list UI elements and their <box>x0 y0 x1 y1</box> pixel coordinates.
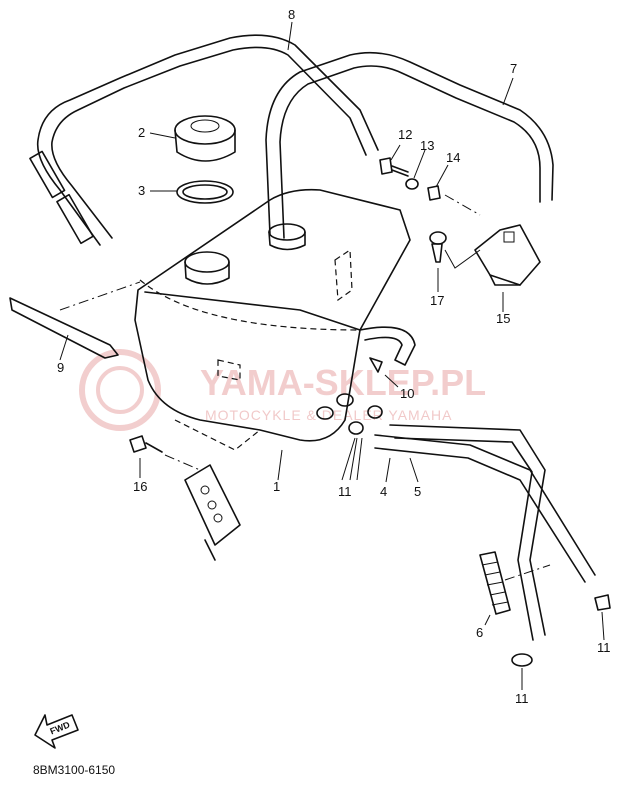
hose-8 <box>29 34 379 246</box>
callout-11-right: 11 <box>597 640 611 655</box>
callout-16: 16 <box>133 479 147 494</box>
callout-13: 13 <box>420 138 434 153</box>
centerline-9 <box>59 281 141 311</box>
centerline-14 <box>444 194 481 216</box>
screw-17 <box>429 231 481 292</box>
oring-3 <box>150 180 234 204</box>
callout-8: 8 <box>288 7 295 22</box>
clamp-11-bottom <box>511 653 533 690</box>
callout-15: 15 <box>496 311 510 326</box>
watermark: YAMA-SKLEP.PL MOTOCYKLE & DEALER YAMAHA <box>79 349 486 431</box>
callout-11-bottom: 11 <box>515 691 529 706</box>
callout-3: 3 <box>138 183 145 198</box>
bolt-12 <box>379 144 409 177</box>
callouts: 8 7 2 3 12 13 14 17 15 9 10 16 1 11 4 5 … <box>57 7 611 706</box>
callout-12: 12 <box>398 127 412 142</box>
clip-10 <box>359 326 416 388</box>
callout-9: 9 <box>57 360 64 375</box>
callout-6: 6 <box>476 625 483 640</box>
hose-4 <box>374 434 596 583</box>
hose-5 <box>385 424 546 641</box>
clamp-11-right <box>594 594 611 641</box>
watermark-logo-inner <box>96 366 144 414</box>
bolt-16 <box>129 435 201 478</box>
bracket-15 <box>474 224 541 312</box>
callout-17: 17 <box>430 293 444 308</box>
watermark-subtitle: MOTOCYKLE & DEALER YAMAHA <box>205 407 453 423</box>
hose-6 <box>479 551 551 626</box>
callout-10: 10 <box>400 386 414 401</box>
frame-bracket <box>184 464 241 561</box>
cap-2 <box>149 115 236 162</box>
callout-5: 5 <box>414 484 421 499</box>
clamps-11 <box>316 393 383 481</box>
callout-1: 1 <box>273 479 280 494</box>
oil-tank-1 <box>134 188 411 481</box>
callout-11-tank: 11 <box>338 484 352 499</box>
washer-13 <box>405 149 426 190</box>
callout-7: 7 <box>510 61 517 76</box>
watermark-title: YAMA-SKLEP.PL <box>200 362 486 403</box>
callout-4: 4 <box>380 484 387 499</box>
callout-14: 14 <box>446 150 460 165</box>
diagram-code: 8BM3100-6150 <box>33 763 116 777</box>
hose-7 <box>265 51 554 239</box>
fwd-arrow: FWD <box>34 714 79 749</box>
watermark-logo-ring <box>79 349 161 431</box>
callout-2: 2 <box>138 125 145 140</box>
nut-14 <box>427 164 449 201</box>
hose-9 <box>9 297 119 361</box>
